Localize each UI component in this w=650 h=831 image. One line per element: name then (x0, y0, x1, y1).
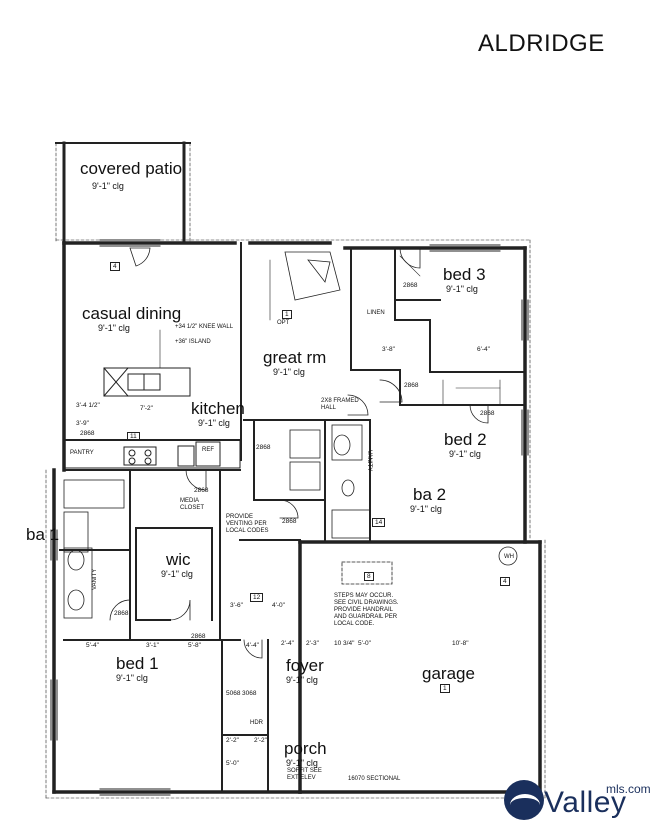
room-ba-2: ba 2 (413, 485, 447, 504)
interior-walls (59, 242, 526, 793)
door-code-laundry: 2868 (256, 444, 271, 451)
dim-bed3-closet: 6'-4" (477, 346, 490, 353)
room-great-rm: great rm (263, 348, 327, 367)
dim-bed1-left: 5'-4" (86, 642, 99, 649)
valley-mls-logo: Valley mls.com (504, 776, 650, 831)
tag-twelve: 12 (250, 593, 264, 602)
door-code-media: 2868 (194, 487, 209, 494)
note-vanity-2: VANITY (366, 450, 372, 472)
door-code-pantry: 2868 (80, 430, 95, 437)
dim-porch-c: 5'-0" (226, 760, 239, 767)
note-opt: OPT (277, 320, 290, 326)
plan-title: ALDRIDGE (478, 30, 605, 57)
note-pantry: PANTRY (70, 450, 94, 456)
dim-hall-b: 4'-0" (272, 602, 285, 609)
room-covered-patio: covered patio (80, 159, 183, 178)
door-swings (109, 247, 489, 659)
clg-wic: 9'-1" clg (161, 569, 193, 579)
clg-bed-3: 9'-1" clg (446, 284, 478, 294)
note-soffit: SOFFIT SEE EXT ELEV (287, 768, 322, 781)
dim-wic-door: 5'-8" (188, 642, 201, 649)
clg-foyer: 9'-1" clg (286, 675, 318, 685)
dim-foyer-c: 10 3/4" (334, 640, 355, 647)
dim-linen: 3'-8" (382, 346, 395, 353)
door-code-wic: 2868 (191, 633, 206, 640)
room-bed-2: bed 2 (444, 430, 487, 449)
dim-foyer-left: 4'-4" (246, 642, 259, 649)
note-media-closet: MEDIA CLOSET (180, 498, 205, 511)
note-island: +36" ISLAND (175, 339, 211, 345)
clg-ba-2: 9'-1" clg (410, 504, 442, 514)
dim-porch-b: 2'-2" (254, 737, 267, 744)
tag-window: 4 (110, 262, 120, 271)
door-code-ba2: 2868 (282, 518, 297, 525)
room-bed-3: bed 3 (443, 265, 486, 284)
tag-eight: 8 (364, 572, 374, 581)
clg-bed-1: 9'-1" clg (116, 673, 148, 683)
tag-wh-four: 4 (500, 577, 510, 586)
clg-bed-2: 9'-1" clg (449, 449, 481, 459)
room-porch: porch (284, 739, 327, 758)
dim-hall-a: 3'-6" (230, 602, 243, 609)
room-foyer: foyer (286, 656, 324, 675)
note-ref: REF (202, 447, 214, 453)
note-sectional: 16070 SECTIONAL (348, 776, 401, 782)
tag-one: 1 (282, 310, 292, 319)
kitchen-fixtures (63, 367, 241, 469)
dim-garage: 10'-8" (452, 640, 469, 647)
clg-covered-patio: 9'-1" clg (92, 181, 124, 191)
door-code-hall: 2868 (404, 382, 419, 389)
door-code-bed3: 2868 (403, 282, 418, 289)
exterior-walls (52, 241, 542, 794)
room-garage: garage (422, 664, 475, 683)
clg-kitchen: 9'-1" clg (198, 418, 230, 428)
room-casual-dining: casual dining (82, 304, 182, 323)
tag-fourteen: 14 (372, 518, 386, 527)
note-framed-hall: 2x8 FRAMED HALL (321, 398, 359, 411)
tag-garage-one: 1 (440, 684, 450, 693)
windows (50, 239, 529, 796)
dim-dining-left: 3'-4 1/2" (76, 402, 100, 409)
door-code-front-5068: 5068 (226, 690, 241, 697)
logo-word: Valley (544, 786, 627, 819)
clg-porch: 9'-1" clg (286, 758, 318, 768)
dim-dining-island: 7'-2" (140, 405, 153, 412)
dim-bed1-mid: 3'-1" (146, 642, 159, 649)
valley-logo-icon (504, 780, 544, 820)
dim-pantry: 3'-9" (76, 420, 89, 427)
covered-patio-walls (55, 141, 191, 245)
bath-fixtures (63, 424, 518, 619)
room-kitchen: kitchen (191, 399, 245, 418)
room-ba-1: ba 1 (26, 525, 60, 544)
dim-foyer-a: 2'-4" (281, 640, 294, 647)
clg-casual-dining: 9'-1" clg (98, 323, 130, 333)
door-code-bed2: 2868 (480, 410, 495, 417)
door-code-front-3068: 3068 (242, 690, 257, 697)
room-bed-1: bed 1 (116, 654, 159, 673)
note-steps: STEPS MAY OCCUR. SEE CIVIL DRAWINGS. PRO… (334, 593, 399, 627)
note-wh: WH (504, 554, 514, 560)
dim-foyer-d: 5'-0" (358, 640, 371, 647)
note-linen: LINEN (367, 310, 385, 316)
logo-site: mls.com (606, 782, 650, 796)
fireplace (284, 251, 341, 301)
clg-great-rm: 9'-1" clg (273, 367, 305, 377)
dim-foyer-b: 2'-3" (306, 640, 319, 647)
tag-eleven: 11 (127, 432, 140, 441)
note-hdr: HDR (250, 720, 263, 726)
note-vanity-1: VANITY (92, 568, 98, 590)
door-code-bed1: 2868 (114, 610, 129, 617)
note-provide-venting: PROVIDE VENTING PER LOCAL CODES (226, 514, 269, 534)
room-wic: wic (166, 550, 191, 569)
dim-porch-a: 2'-2" (226, 737, 239, 744)
note-knee-wall: +34 1/2" KNEE WALL (175, 324, 234, 330)
